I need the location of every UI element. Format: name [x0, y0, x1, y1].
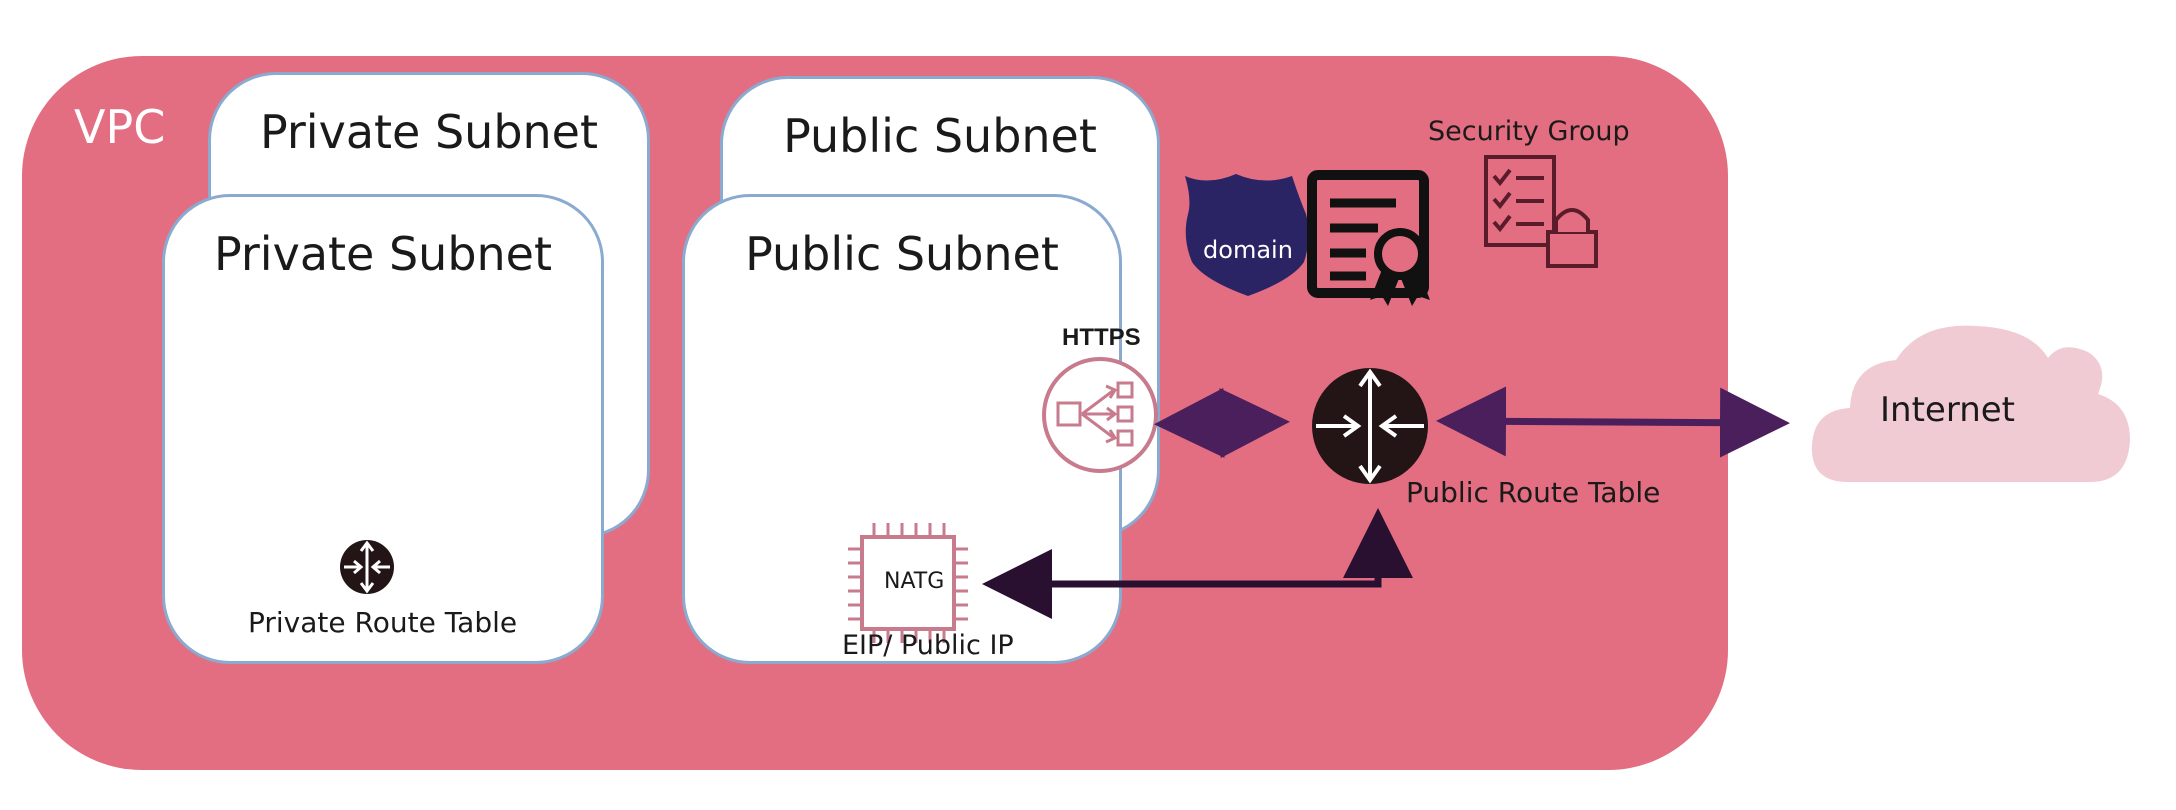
private-route-table-label: Private Route Table: [248, 606, 518, 639]
natg-router-arrow: [982, 508, 1413, 619]
public-subnet-front-title: Public Subnet: [745, 227, 1059, 281]
eip-label: EIP/ Public IP: [842, 630, 1014, 661]
certificate-icon[interactable]: [1307, 170, 1430, 306]
public-router-icon[interactable]: [1312, 368, 1428, 484]
vpc-label: VPC: [74, 100, 166, 154]
internet-label: Internet: [1880, 390, 2016, 430]
router-internet-arrow: [1436, 386, 1790, 458]
domain-shield-icon[interactable]: [1185, 174, 1309, 296]
load-balancer-icon[interactable]: [1042, 357, 1158, 473]
internet-cloud-icon[interactable]: [1811, 325, 2130, 482]
domain-badge-label: domain: [1203, 236, 1293, 264]
lb-router-arrow: [1154, 387, 1290, 459]
private-subnet-front-title: Private Subnet: [213, 227, 553, 281]
public-subnet-back-title: Public Subnet: [783, 109, 1097, 163]
https-label: HTTPS: [1062, 324, 1141, 351]
natg-label: NATG: [884, 569, 945, 594]
private-subnet-back-title: Private Subnet: [259, 105, 599, 159]
security-group-label: Security Group: [1428, 116, 1630, 147]
nat-gateway-icon[interactable]: [848, 523, 968, 643]
public-route-table-label: Public Route Table: [1406, 476, 1661, 509]
security-group-icon[interactable]: [1484, 155, 1598, 268]
private-router-icon[interactable]: [340, 540, 394, 594]
